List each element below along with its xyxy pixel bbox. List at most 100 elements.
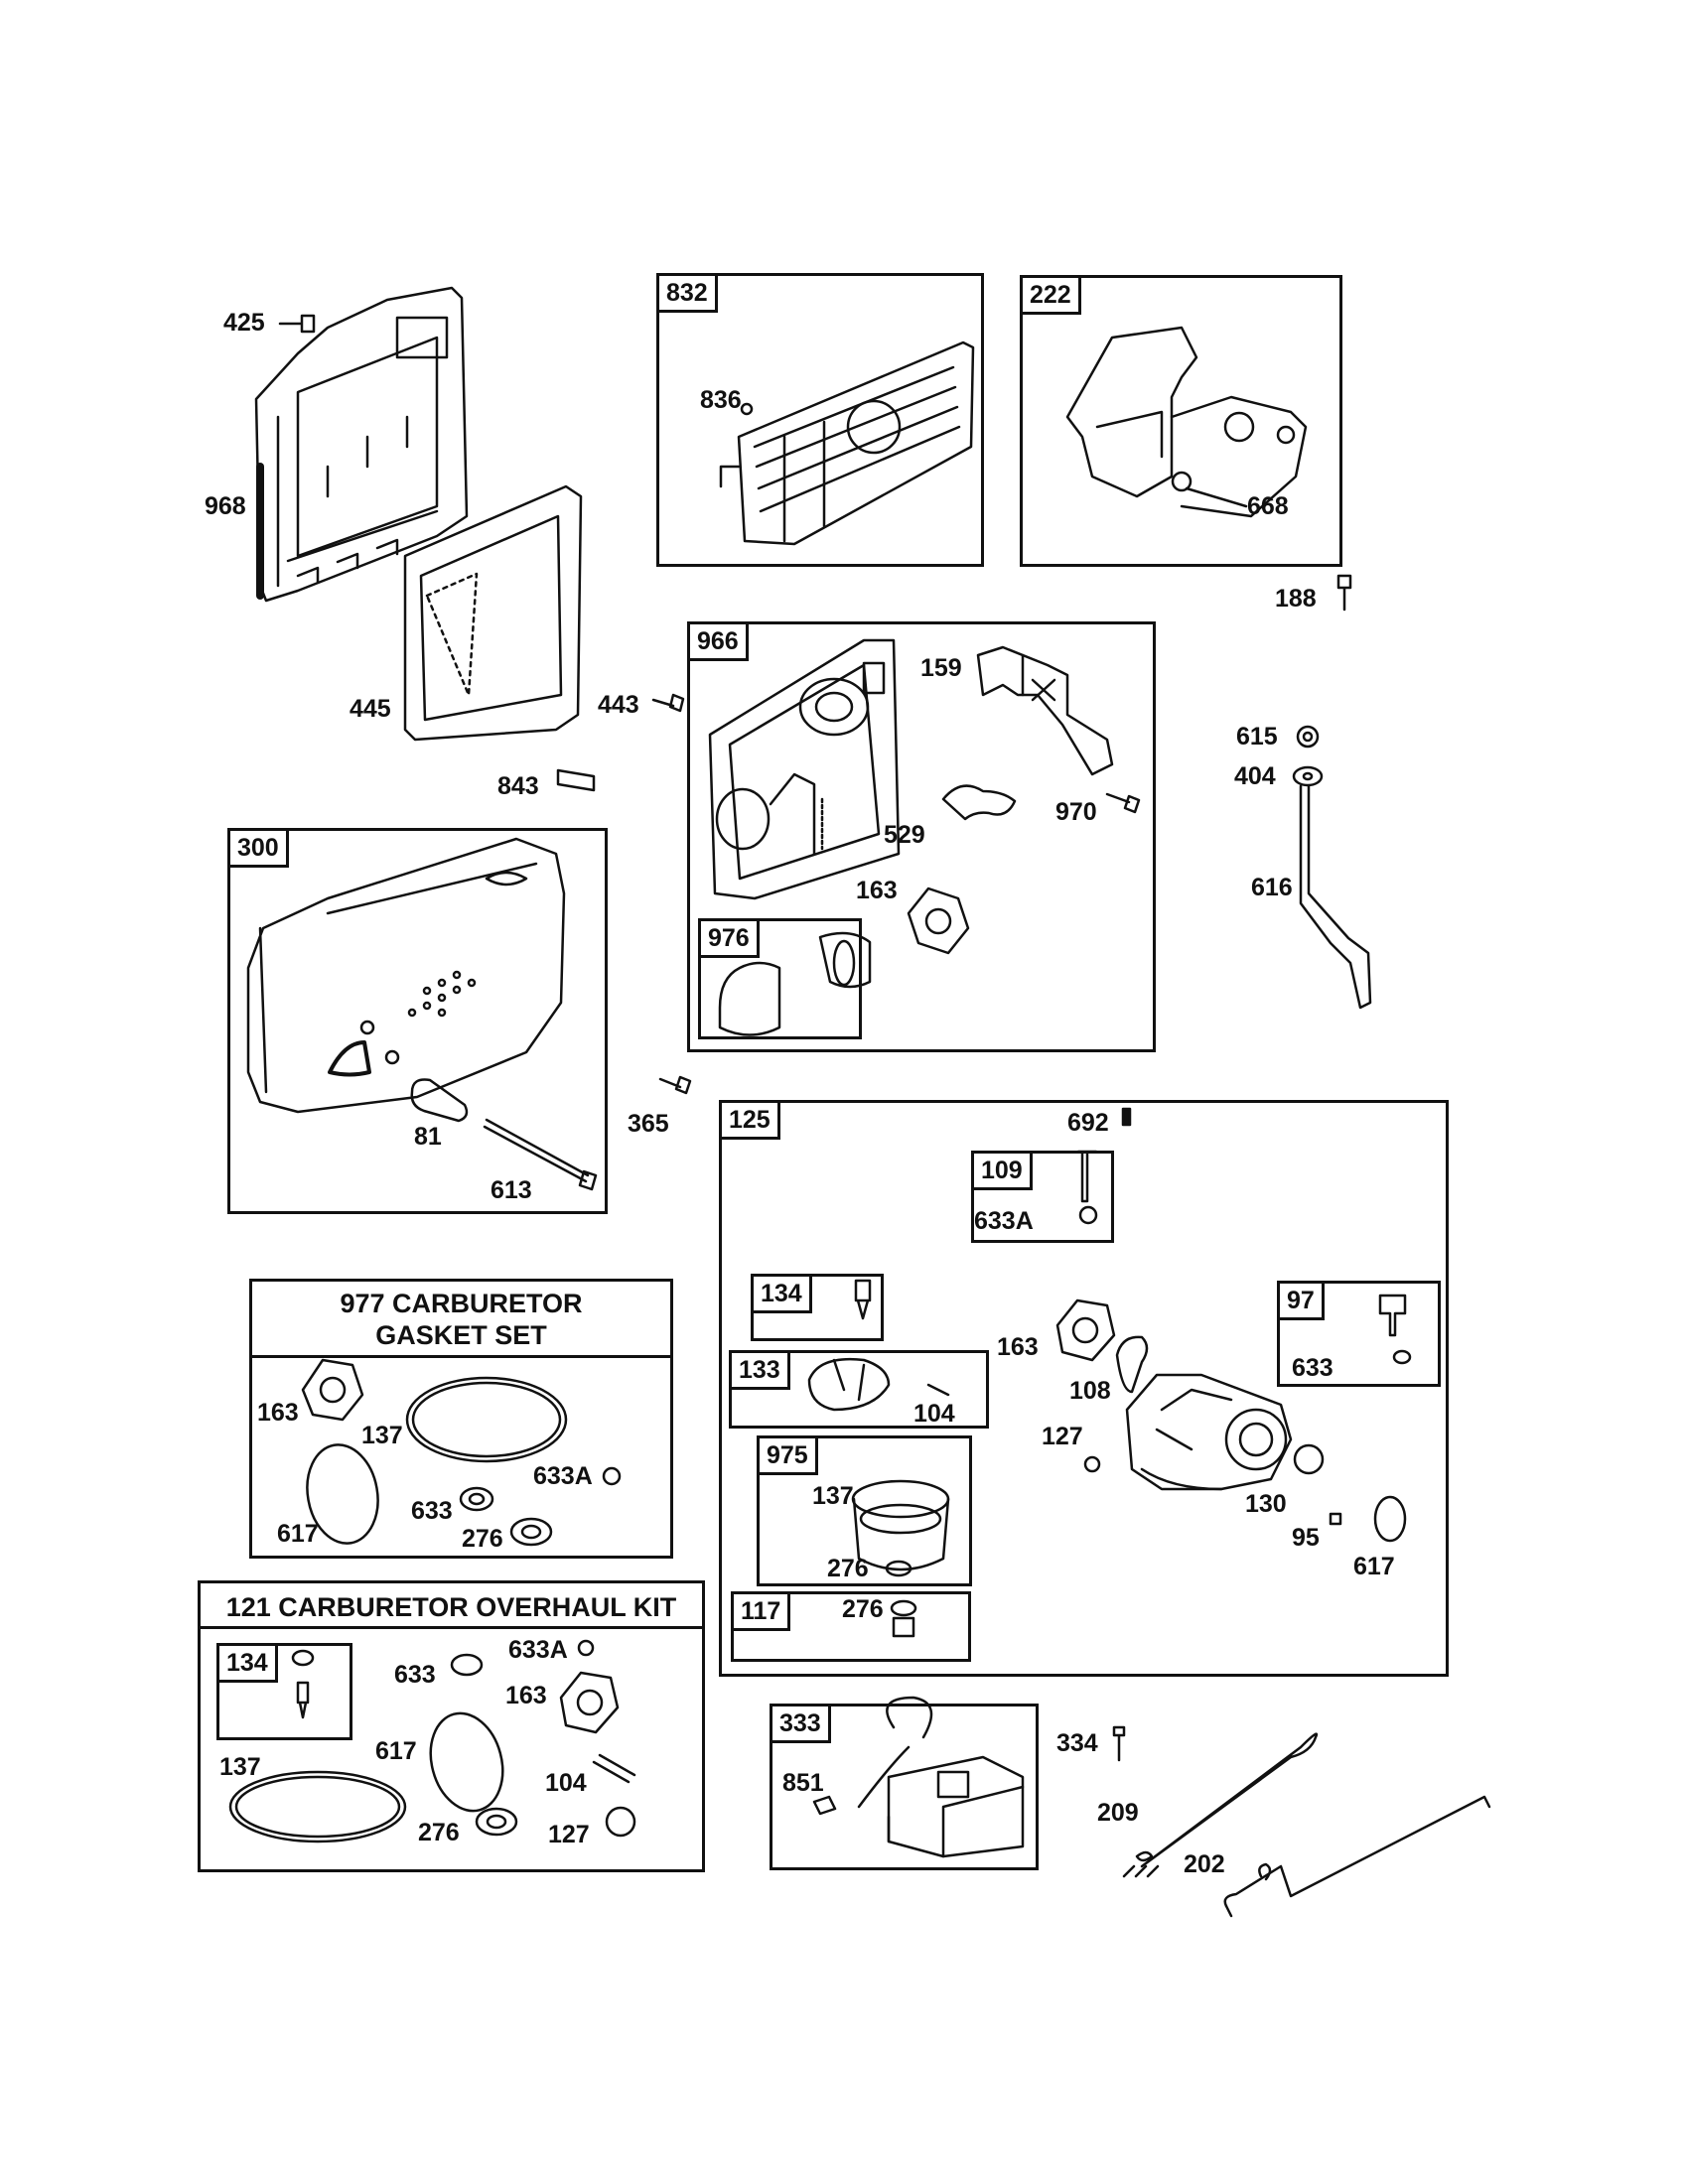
rod-202-icon	[1225, 1797, 1489, 1916]
box-133-tag: 133	[729, 1350, 790, 1390]
muffler-300-icon	[248, 839, 564, 1112]
part-label-613: 613	[491, 1176, 532, 1204]
part-label-633a-109: 633A	[974, 1207, 1034, 1235]
box-300: 300	[227, 828, 608, 1214]
box-117-tag: 117	[731, 1591, 791, 1631]
overhaul-kit-title-bar: 121 CARBURETOR OVERHAUL KIT	[201, 1583, 702, 1629]
float-133-icon	[809, 1359, 889, 1410]
box-109: 109	[971, 1151, 1114, 1243]
oring-137-kit-icon	[407, 1378, 566, 1461]
oring-633a-icon	[1080, 1207, 1096, 1223]
part-label-163-125: 163	[997, 1333, 1039, 1361]
part-label-81: 81	[414, 1123, 442, 1151]
rod-616-icon	[1301, 786, 1370, 1008]
part-label-104-133: 104	[913, 1400, 955, 1428]
box-134-in-121: 134	[216, 1643, 352, 1740]
inlet-needle-134-icon	[856, 1281, 870, 1318]
washer-633-kit-icon	[461, 1488, 492, 1510]
part-label-365: 365	[628, 1110, 669, 1138]
nut-117-icon	[894, 1618, 913, 1636]
oring-617-kit-icon	[300, 1439, 385, 1550]
part-label-163-977: 163	[257, 1399, 299, 1427]
gasket-set-title-line1: 977 CARBURETOR	[340, 1289, 583, 1318]
screw-188-icon	[1338, 576, 1350, 610]
guard-832-icon	[721, 342, 973, 544]
bracket-159-icon	[978, 647, 1112, 774]
part-label-425: 425	[223, 309, 265, 337]
box-97: 97	[1277, 1281, 1441, 1387]
plug-127-overhaul-icon	[607, 1808, 634, 1836]
oring-633a-overhaul-icon	[579, 1641, 593, 1655]
part-label-127-121: 127	[548, 1821, 590, 1848]
pin-692-icon	[1123, 1109, 1130, 1125]
gasket-163-icon	[909, 888, 968, 953]
part-label-188: 188	[1275, 585, 1317, 613]
screw-365-icon	[660, 1077, 690, 1093]
part-label-633-977: 633	[411, 1497, 453, 1525]
box-976: 976	[698, 918, 862, 1039]
carburetor-body-icon	[1127, 1375, 1291, 1489]
oring-617-overhaul-icon	[420, 1706, 512, 1820]
part-label-851: 851	[782, 1769, 824, 1797]
part-label-836: 836	[700, 386, 742, 414]
part-label-633-97: 633	[1292, 1354, 1333, 1382]
part-label-276-977: 276	[462, 1525, 503, 1553]
oring-633a-kit-icon	[604, 1468, 620, 1484]
box-133: 133	[729, 1350, 989, 1429]
link-209-icon	[1124, 1734, 1317, 1876]
part-label-692: 692	[1067, 1109, 1109, 1137]
carburetor-overhaul-kit: 121 CARBURETOR OVERHAUL KIT	[198, 1580, 705, 1872]
part-label-276-121: 276	[418, 1819, 460, 1846]
box-300-tag: 300	[227, 828, 289, 868]
part-label-443: 443	[598, 691, 639, 719]
box-966: 966	[687, 621, 1156, 1052]
part-label-159: 159	[920, 654, 962, 682]
clip-851-icon	[814, 1797, 835, 1814]
bolt-613-icon	[485, 1120, 596, 1189]
box-222: 222	[1020, 275, 1342, 567]
part-label-404: 404	[1234, 762, 1276, 790]
part-label-445: 445	[350, 695, 391, 723]
carburetor-gasket-set-kit: 977 CARBURETOR GASKET SET	[249, 1279, 673, 1559]
gasket-81-icon	[412, 1080, 467, 1122]
box-832: 832	[656, 273, 984, 567]
box-975: 975	[757, 1435, 972, 1586]
washer-276b-icon	[892, 1601, 915, 1615]
gasket-set-title-bar: 977 CARBURETOR GASKET SET	[252, 1282, 670, 1358]
box-97-tag: 97	[1277, 1281, 1325, 1320]
part-label-137-121: 137	[219, 1753, 261, 1781]
plate-108-icon	[1117, 1337, 1147, 1392]
air-filter-445-icon	[405, 486, 581, 740]
pin-104-overhaul-icon	[594, 1755, 634, 1782]
oring-617a-icon	[1375, 1497, 1405, 1541]
box-333: 333	[770, 1704, 1039, 1870]
box-832-tag: 832	[656, 273, 718, 313]
box-976-tag: 976	[698, 918, 760, 958]
washer-276-overhaul-icon	[477, 1809, 516, 1835]
part-label-137-975: 137	[812, 1482, 854, 1510]
part-label-617-125: 617	[1353, 1553, 1395, 1580]
part-label-137-977: 137	[361, 1422, 403, 1449]
screw-95-icon	[1331, 1514, 1340, 1524]
part-label-633-121: 633	[394, 1661, 436, 1689]
screw-425-icon	[280, 316, 314, 332]
box-134-in-125: 134	[751, 1274, 884, 1341]
part-label-209: 209	[1097, 1799, 1139, 1827]
screw-836-icon	[742, 404, 752, 414]
overhaul-kit-title: 121 CARBURETOR OVERHAUL KIT	[225, 1592, 677, 1622]
box-109-tag: 109	[971, 1151, 1033, 1190]
part-label-616: 616	[1251, 874, 1293, 901]
part-label-276-117: 276	[842, 1595, 884, 1623]
nut-615-icon	[1298, 727, 1318, 747]
air-cleaner-base-968-icon	[256, 288, 467, 601]
primer-97-icon	[1380, 1296, 1410, 1363]
part-label-276-975: 276	[827, 1555, 869, 1582]
part-label-108: 108	[1069, 1377, 1111, 1405]
part-label-334: 334	[1056, 1729, 1098, 1757]
part-label-615: 615	[1236, 723, 1278, 751]
box-134-in-121-tag: 134	[216, 1643, 278, 1683]
part-label-104-121: 104	[545, 1769, 587, 1797]
box-125-tag: 125	[719, 1100, 780, 1140]
breather-976-icon	[720, 933, 870, 1035]
